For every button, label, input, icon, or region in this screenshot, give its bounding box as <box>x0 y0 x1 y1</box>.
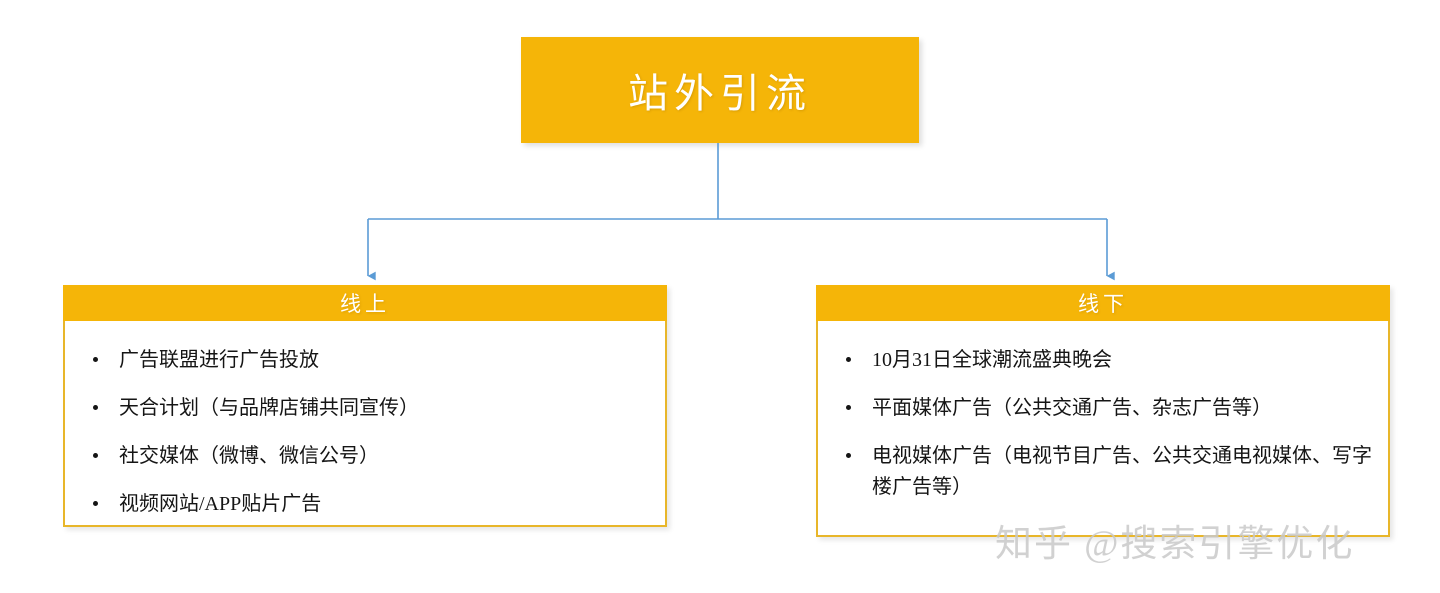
branch-header-offline: 线下 <box>816 285 1390 321</box>
branch-body-online: 广告联盟进行广告投放 天合计划（与品牌店铺共同宣传） 社交媒体（微博、微信公号）… <box>65 321 665 530</box>
bullet-dot-icon <box>93 357 98 362</box>
root-node-label: 站外引流 <box>628 71 812 116</box>
list-item-label: 电视媒体广告（电视节目广告、公共交通电视媒体、写字楼广告等） <box>872 445 1372 498</box>
watermark-text: 知乎 @搜索引擎优化 <box>995 524 1355 565</box>
bullet-dot-icon <box>846 453 851 458</box>
branch-header-online: 线上 <box>63 285 667 321</box>
list-item-label: 广告联盟进行广告投放 <box>119 349 319 371</box>
list-item: 社交媒体（微博、微信公号） <box>79 441 651 472</box>
list-item: 广告联盟进行广告投放 <box>79 345 651 376</box>
list-item: 10月31日全球潮流盛典晚会 <box>832 345 1374 376</box>
bullet-dot-icon <box>93 405 98 410</box>
list-item-label: 视频网站/APP贴片广告 <box>119 493 322 515</box>
bullet-dot-icon <box>846 357 851 362</box>
branch-box-offline[interactable]: 线下 10月31日全球潮流盛典晚会 平面媒体广告（公共交通广告、杂志广告等） 电… <box>816 285 1390 537</box>
branch-header-label-online: 线上 <box>340 292 390 316</box>
list-item-label: 天合计划（与品牌店铺共同宣传） <box>119 397 419 419</box>
bullet-dot-icon <box>93 501 98 506</box>
bullet-list-online: 广告联盟进行广告投放 天合计划（与品牌店铺共同宣传） 社交媒体（微博、微信公号）… <box>79 345 651 520</box>
branch-box-online[interactable]: 线上 广告联盟进行广告投放 天合计划（与品牌店铺共同宣传） 社交媒体（微博、微信… <box>63 285 667 527</box>
bullet-dot-icon <box>93 453 98 458</box>
root-node-off-site-traffic[interactable]: 站外引流 <box>521 37 919 143</box>
list-item-label: 10月31日全球潮流盛典晚会 <box>872 349 1112 371</box>
bullet-list-offline: 10月31日全球潮流盛典晚会 平面媒体广告（公共交通广告、杂志广告等） 电视媒体… <box>832 345 1374 503</box>
list-item-label: 社交媒体（微博、微信公号） <box>119 445 379 467</box>
branch-body-offline: 10月31日全球潮流盛典晚会 平面媒体广告（公共交通广告、杂志广告等） 电视媒体… <box>818 321 1388 513</box>
bullet-dot-icon <box>846 405 851 410</box>
list-item: 电视媒体广告（电视节目广告、公共交通电视媒体、写字楼广告等） <box>832 441 1374 503</box>
list-item-label: 平面媒体广告（公共交通广告、杂志广告等） <box>872 397 1272 419</box>
list-item: 平面媒体广告（公共交通广告、杂志广告等） <box>832 393 1374 424</box>
list-item: 视频网站/APP贴片广告 <box>79 489 651 520</box>
branch-header-label-offline: 线下 <box>1078 292 1128 316</box>
list-item: 天合计划（与品牌店铺共同宣传） <box>79 393 651 424</box>
